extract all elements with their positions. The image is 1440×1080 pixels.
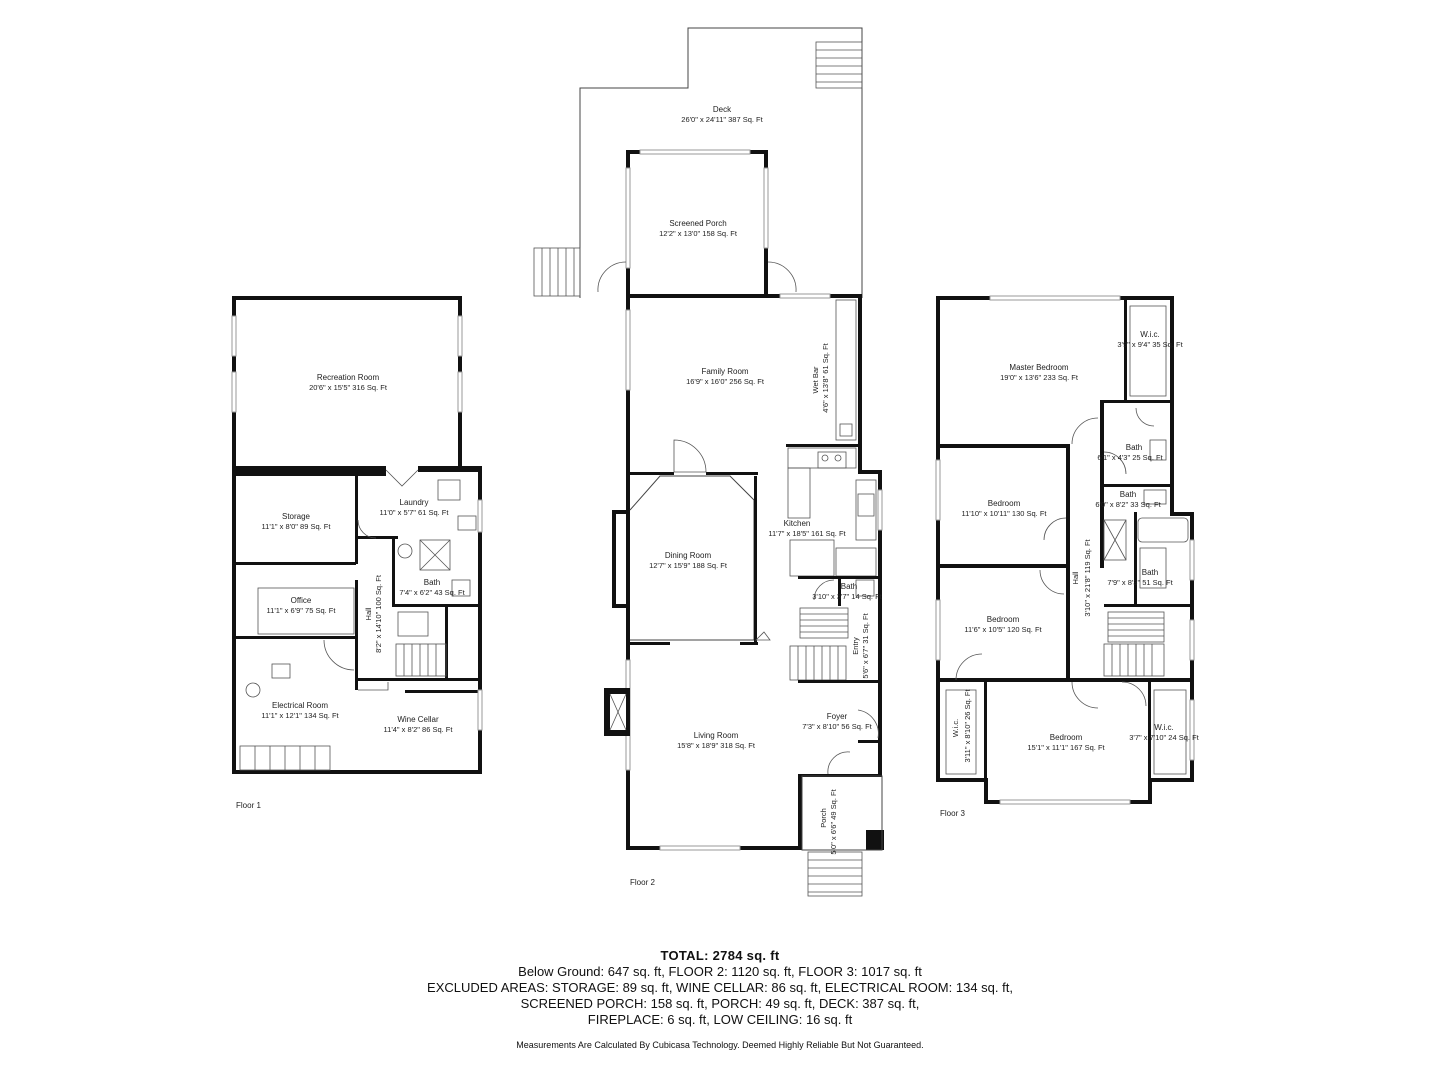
room-name: Porch xyxy=(819,808,828,828)
room-name: Entry xyxy=(851,637,860,655)
floor-label: Floor 1 xyxy=(236,801,261,810)
room-dims: 5'0" x 6'6" 49 Sq. Ft xyxy=(829,788,838,854)
disclaimer: Measurements Are Calculated By Cubicasa … xyxy=(516,1040,924,1050)
room-name: Bath xyxy=(424,578,440,587)
room-dims: 12'7" x 15'9" 188 Sq. Ft xyxy=(649,561,728,570)
room-dims: 3'11" x 8'10" 26 Sq. Ft xyxy=(963,689,972,763)
room-dims: 8'2" x 14'10" 100 Sq. Ft xyxy=(374,574,383,653)
floor-2-plan xyxy=(533,27,884,897)
room-dims: 3'9" x 9'4" 35 Sq. Ft xyxy=(1117,340,1183,349)
room-name: Hall xyxy=(1071,571,1080,584)
floor-label: Floor 3 xyxy=(940,809,965,818)
floor-1-plan xyxy=(231,296,483,774)
room-dims: 7'4" x 6'2" 43 Sq. Ft xyxy=(399,588,465,597)
room-dims: 11'1" x 6'9" 75 Sq. Ft xyxy=(267,606,337,615)
room-dims: 4'6" x 13'8" 61 Sq. Ft xyxy=(821,342,830,412)
room-dims: 16'9" x 16'0" 256 Sq. Ft xyxy=(686,377,765,386)
room-name: Storage xyxy=(282,512,311,521)
room-dims: 19'0" x 13'6" 233 Sq. Ft xyxy=(1000,373,1079,382)
room-name: W.i.c. xyxy=(1154,723,1174,732)
room-name: Bedroom xyxy=(1050,733,1083,742)
room-dims: 11'0" x 5'7" 61 Sq. Ft xyxy=(380,508,450,517)
summary-line: FIREPLACE: 6 sq. ft, LOW CEILING: 16 sq.… xyxy=(587,1012,853,1027)
room-name: Electrical Room xyxy=(272,701,328,710)
room-dims: 11'10" x 10'11" 130 Sq. Ft xyxy=(961,509,1047,518)
room-dims: 5'6" x 6'7" 31 Sq. Ft xyxy=(861,612,870,678)
room-dims: 26'0" x 24'11" 387 Sq. Ft xyxy=(681,115,763,124)
floor-label: Floor 2 xyxy=(630,878,655,887)
floor-3-plan xyxy=(935,295,1195,805)
room-name: W.i.c. xyxy=(951,719,960,737)
room-dims: 6'1" x 4'3" 25 Sq. Ft xyxy=(1097,453,1163,462)
room-name: Screened Porch xyxy=(669,219,726,228)
room-dims: 15'8" x 18'9" 318 Sq. Ft xyxy=(677,741,756,750)
room-dims: 7'9" x 8'3" 51 Sq. Ft xyxy=(1107,578,1173,587)
room-name: W.i.c. xyxy=(1140,330,1160,339)
room-dims: 11'1" x 12'1" 134 Sq. Ft xyxy=(261,711,339,720)
room-name: Office xyxy=(291,596,312,605)
room-name: Master Bedroom xyxy=(1009,363,1068,372)
room-dims: 7'3" x 8'10" 56 Sq. Ft xyxy=(802,722,872,731)
room-name: Bath xyxy=(1142,568,1158,577)
room-name: Living Room xyxy=(694,731,739,740)
room-name: Deck xyxy=(713,105,732,114)
room-dims: 3'10" x 21'8" 119 Sq. Ft xyxy=(1083,538,1092,616)
room-name: Bath xyxy=(1120,490,1136,499)
room-name: Dining Room xyxy=(665,551,712,560)
floor-plan: Recreation Room 20'6" x 15'5" 316 Sq. Ft… xyxy=(231,27,1200,897)
room-dims: 11'4" x 8'2" 86 Sq. Ft xyxy=(384,725,454,734)
room-name: Laundry xyxy=(400,498,429,507)
room-dims: 11'1" x 8'0" 89 Sq. Ft xyxy=(262,522,332,531)
room-name: Bedroom xyxy=(987,615,1020,624)
room-dims: 3'7" x 7'10" 24 Sq. Ft xyxy=(1129,733,1199,742)
area-summary: TOTAL: 2784 sq. ft Below Ground: 647 sq.… xyxy=(0,948,1440,1050)
room-dims: 20'6" x 15'5" 316 Sq. Ft xyxy=(309,383,388,392)
room-name: Wet Bar xyxy=(811,366,820,393)
room-name: Kitchen xyxy=(784,519,811,528)
room-name: Wine Cellar xyxy=(397,715,439,724)
room-dims: 3'10" x 3'7" 14 Sq. Ft xyxy=(812,592,882,601)
room-name: Hall xyxy=(364,607,373,620)
summary-line: Below Ground: 647 sq. ft, FLOOR 2: 1120 … xyxy=(518,964,922,979)
summary-line: EXCLUDED AREAS: STORAGE: 89 sq. ft, WINE… xyxy=(427,980,1013,995)
room-name: Recreation Room xyxy=(317,373,380,382)
total-area: TOTAL: 2784 sq. ft xyxy=(660,948,780,963)
room-name: Bath xyxy=(841,582,857,591)
room-name: Foyer xyxy=(827,712,848,721)
room-name: Bath xyxy=(1126,443,1142,452)
room-dims: 11'7" x 18'5" 161 Sq. Ft xyxy=(768,529,846,538)
room-dims: 6'0" x 8'2" 33 Sq. Ft xyxy=(1095,500,1161,509)
room-dims: 12'2" x 13'0" 158 Sq. Ft xyxy=(659,229,738,238)
room-dims: 15'1" x 11'1" 167 Sq. Ft xyxy=(1027,743,1105,752)
room-dims: 11'6" x 10'5" 120 Sq. Ft xyxy=(964,625,1042,634)
summary-line: SCREENED PORCH: 158 sq. ft, PORCH: 49 sq… xyxy=(520,996,920,1011)
room-name: Family Room xyxy=(701,367,748,376)
room-name: Bedroom xyxy=(988,499,1021,508)
